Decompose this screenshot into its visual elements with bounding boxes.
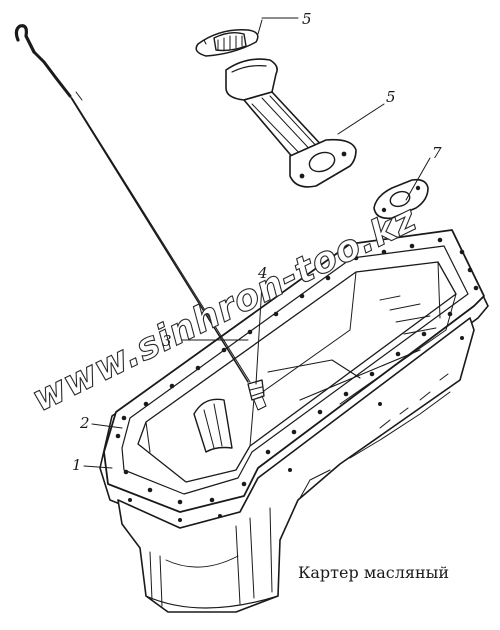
callout-2: 2: [79, 414, 90, 432]
callout-4: 4: [257, 264, 268, 282]
callout-3: 3: [162, 332, 172, 350]
filler-pipe: [225, 58, 357, 188]
oil-intake-pipe: [193, 398, 233, 453]
callout-7: 7: [432, 144, 442, 162]
dipstick: [14, 24, 251, 383]
diagram-caption: Картер масляный: [298, 563, 449, 582]
leader-lines: [83, 17, 431, 469]
filler-cap: [195, 19, 263, 57]
drain-plug: [247, 379, 267, 411]
pipe-gasket: [373, 178, 429, 220]
callout-1: 1: [72, 456, 82, 474]
gasket: [103, 229, 485, 522]
callout-5-cap: 5: [302, 10, 312, 28]
callout-5-pipe: 5: [386, 88, 396, 106]
